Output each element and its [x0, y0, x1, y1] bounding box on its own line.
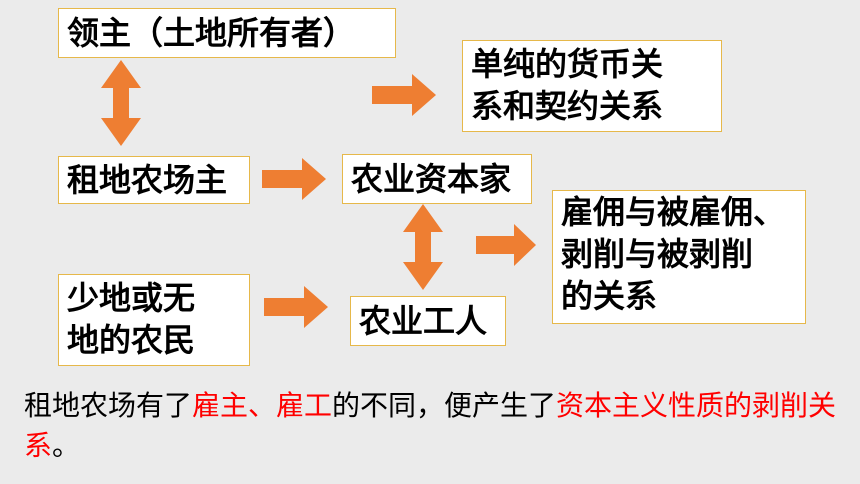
arrow-capitalist-worker [403, 204, 443, 290]
node-lord: 领主（土地所有者） [58, 8, 396, 58]
node-money-contract-line-2: 系和契约关系 [471, 87, 664, 125]
caption: 租地农场有了雇主、雇工的不同，便产生了资本主义性质的剥削关系。 [24, 386, 844, 466]
node-employment-line-2: 剥削与被剥削 [561, 235, 754, 273]
arrow-lord-tenant [101, 60, 141, 146]
node-money-contract: 单纯的货币关 系和契约关系 [462, 40, 722, 132]
node-tenant-farmer-line-1: 租地农场主 [67, 161, 228, 199]
caption-highlight-employer-employee: 雇主、雇工 [192, 389, 333, 422]
node-worker: 农业工人 [350, 296, 506, 346]
arrow-peasants-worker [264, 286, 328, 328]
node-peasants-line-1: 少地或无 [67, 279, 196, 317]
node-lord-line-1: 领主（土地所有者） [67, 14, 356, 52]
arrow-to-money-contract [372, 74, 436, 116]
node-capitalist: 农业资本家 [342, 154, 532, 204]
node-capitalist-line-1: 农业资本家 [351, 160, 512, 198]
node-employment-line-3: 的关系 [561, 277, 658, 315]
arrow-to-employment [476, 224, 536, 266]
caption-part-5: 。 [52, 429, 81, 462]
node-landless-peasants: 少地或无 地的农民 [58, 274, 250, 366]
caption-highlight-capitalist-exploitation: 资本主义性质的剥削关系 [24, 389, 837, 462]
node-worker-line-1: 农业工人 [359, 302, 488, 340]
node-tenant-farmer: 租地农场主 [58, 156, 250, 204]
arrow-tenant-capitalist [262, 158, 326, 200]
node-peasants-line-2: 地的农民 [67, 321, 196, 359]
caption-part-3: 的不同，便产生了 [332, 389, 557, 422]
node-employment-exploitation: 雇佣与被雇佣、 剥削与被剥削 的关系 [552, 190, 806, 324]
caption-part-1: 租地农场有了 [24, 389, 193, 422]
node-employment-line-1: 雇佣与被雇佣、 [561, 193, 786, 231]
node-money-contract-line-1: 单纯的货币关 [471, 45, 664, 83]
